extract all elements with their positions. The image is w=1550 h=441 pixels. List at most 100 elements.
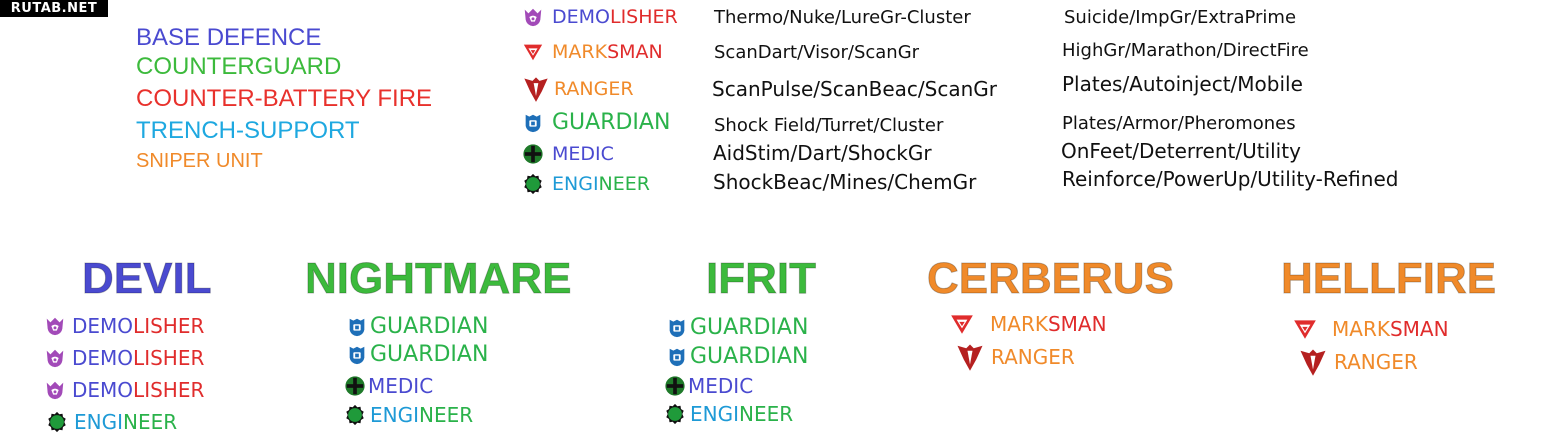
class-name-b: NEER	[598, 173, 650, 195]
class-name-a: GUARDIAN	[552, 110, 671, 135]
class-name-a: MEDIC	[552, 143, 614, 165]
class-name-b: SMAN	[607, 41, 663, 63]
legend-trench-support: TRENCH-SUPPORT	[136, 117, 360, 144]
member-name-a: MEDIC	[688, 374, 754, 398]
demolisher-icon	[44, 379, 66, 401]
class-name-a: MARK	[552, 41, 608, 63]
loadout-primary: ScanDart/Visor/ScanGr	[714, 42, 920, 63]
demolisher-icon	[44, 347, 66, 369]
watermark: RUTAB.NET	[0, 0, 108, 17]
member-name-a: GUARDIAN	[690, 315, 809, 340]
guardian-icon	[522, 112, 544, 134]
member-name-a: ENGI	[74, 410, 123, 434]
marksman-icon	[1290, 316, 1320, 342]
team-member: GUARDIAN	[346, 342, 488, 368]
demolisher-icon	[44, 315, 66, 337]
guardian-icon	[666, 317, 688, 339]
engineer-icon	[664, 403, 686, 425]
medic-icon	[664, 375, 686, 397]
member-name-a: ENGI	[370, 403, 419, 427]
member-name-a: ENGI	[690, 402, 739, 426]
member-name-b: LISHER	[133, 314, 205, 338]
marksman-icon	[522, 41, 544, 63]
team-member: MEDIC	[344, 373, 433, 399]
member-name-a: GUARDIAN	[690, 344, 809, 369]
loadout-secondary: Plates/Armor/Pheromones	[1062, 113, 1296, 134]
team-member: GUARDIAN	[666, 344, 808, 370]
ranger-icon	[522, 75, 550, 103]
member-name-a: RANGER	[1334, 350, 1418, 374]
loadout-primary: Shock Field/Turret/Cluster	[714, 115, 944, 136]
guardian-icon	[346, 344, 368, 366]
team-member: RANGER	[955, 342, 1075, 372]
team-cerberus-title: CERBERUS	[927, 254, 1175, 304]
member-name-a: RANGER	[991, 345, 1075, 369]
loadout-primary: ShockBeac/Mines/ChemGr	[713, 170, 977, 194]
team-member: GUARDIAN	[666, 315, 808, 341]
member-name-a: DEMO	[72, 314, 134, 338]
loadout-primary: ScanPulse/ScanBeac/ScanGr	[712, 77, 998, 101]
loadout-primary: Thermo/Nuke/LureGr-Cluster	[714, 7, 971, 28]
team-nightmare-title: NIGHTMARE	[304, 254, 572, 304]
team-hellfire-title: HELLFIRE	[1280, 254, 1497, 304]
loadout-secondary: HighGr/Marathon/DirectFire	[1062, 40, 1309, 61]
member-name-b: NEER	[739, 402, 794, 426]
class-name-a: RANGER	[554, 78, 634, 100]
engineer-icon	[46, 411, 68, 433]
class-medic: MEDIC	[522, 142, 614, 166]
member-name-b: NEER	[419, 403, 474, 427]
loadout-secondary: OnFeet/Deterrent/Utility	[1061, 139, 1301, 163]
member-name-b: SMAN	[1389, 317, 1449, 341]
member-name-a: DEMO	[72, 378, 134, 402]
legend-sniper-unit: SNIPER UNIT	[136, 150, 263, 172]
loadout-secondary: Reinforce/PowerUp/Utility-Refined	[1062, 167, 1399, 191]
legend-counterguard: COUNTERGUARD	[136, 53, 342, 80]
class-name-b: LISHER	[609, 6, 678, 28]
class-ranger: RANGER	[522, 75, 634, 103]
member-name-b: LISHER	[133, 346, 205, 370]
loadout-secondary: Plates/Autoinject/Mobile	[1062, 72, 1303, 96]
engineer-icon	[522, 173, 544, 195]
class-guardian: GUARDIAN	[522, 111, 670, 135]
team-ifrit-title: IFRIT	[706, 254, 817, 304]
class-name-a: ENGI	[552, 173, 599, 195]
engineer-icon	[344, 404, 366, 426]
loadout-primary: AidStim/Dart/ShockGr	[713, 141, 932, 165]
ranger-icon	[955, 342, 985, 372]
team-member: RANGER	[1298, 347, 1418, 377]
guardian-icon	[666, 346, 688, 368]
member-name-b: LISHER	[133, 378, 205, 402]
legend-counter-battery-fire: COUNTER-BATTERY FIRE	[136, 85, 433, 112]
member-name-a: GUARDIAN	[370, 342, 489, 367]
member-name-a: MEDIC	[368, 374, 434, 398]
medic-icon	[344, 375, 366, 397]
class-name-a: DEMO	[552, 6, 610, 28]
member-name-b: NEER	[123, 410, 178, 434]
member-name-b: SMAN	[1047, 312, 1107, 336]
member-name-a: MARK	[1332, 317, 1390, 341]
medic-icon	[522, 143, 544, 165]
guardian-icon	[346, 316, 368, 338]
team-member: MEDIC	[664, 373, 753, 399]
marksman-icon	[948, 311, 976, 337]
legend-base-defence: BASE DEFENCE	[136, 24, 322, 51]
member-name-a: DEMO	[72, 346, 134, 370]
ranger-icon	[1298, 347, 1328, 377]
member-name-a: MARK	[990, 312, 1048, 336]
demolisher-icon	[522, 6, 544, 28]
team-member: GUARDIAN	[346, 314, 488, 340]
member-name-a: GUARDIAN	[370, 314, 489, 339]
loadout-secondary: Suicide/ImpGr/ExtraPrime	[1064, 7, 1297, 28]
team-devil-title: DEVIL	[82, 254, 213, 304]
